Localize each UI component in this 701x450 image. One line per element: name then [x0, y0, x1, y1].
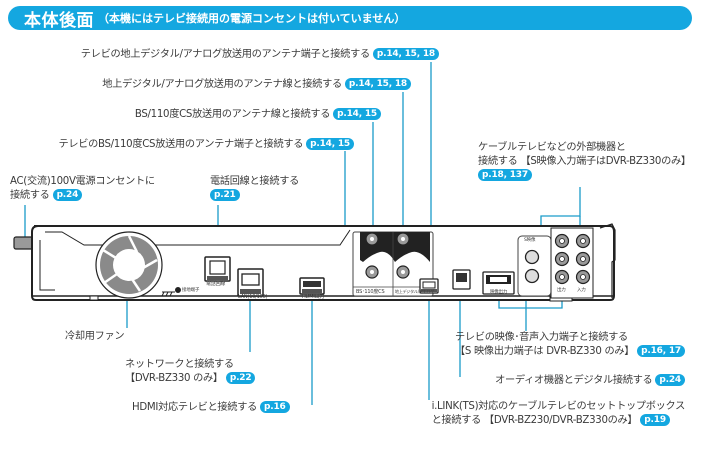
callout-av-output: テレビの映像･音声入力端子と接続する 【S 映像出力端子は DVR-BZ330 …: [455, 331, 685, 359]
bs-group-label: BS･110度CS: [356, 289, 385, 295]
callout-phone: 電話回線と接続する p.21: [210, 176, 299, 201]
page-ref-badge[interactable]: p.16, 17: [637, 345, 685, 357]
optical-port: [452, 269, 471, 290]
callout-cable-input: ケーブルテレビなどの外部機器と 接続する 【S映像入力端子はDVR-BZ330の…: [478, 142, 691, 181]
hdmi-port: [299, 277, 325, 295]
ground-terminal: [161, 287, 181, 297]
terrestrial-group-label: 地上デジタル/アナログ: [395, 289, 434, 294]
page-ref-badge[interactable]: p.14, 15: [333, 108, 381, 120]
page-ref-badge[interactable]: p.21: [210, 189, 240, 201]
cooling-fan-graphic: [95, 231, 163, 299]
ilink-port: [419, 278, 439, 294]
section-header: 本体後面 （本機にはテレビ接続用の電源コンセントは付いていません）: [8, 6, 692, 31]
d-terminal-label: D1/D2/D3/D4: [484, 285, 512, 290]
av-in-label: 入力: [577, 288, 586, 293]
section-subtitle: （本機にはテレビ接続用の電源コンセントは付いていません）: [98, 12, 406, 25]
callout-network: ネットワークと接続する 【DVR-BZ330 のみ】p.22: [125, 358, 256, 386]
page-ref-badge[interactable]: p.24: [655, 374, 685, 386]
section-title: 本体後面: [24, 10, 94, 31]
optical-label: 光: [457, 283, 462, 288]
d-terminal-port: [482, 271, 515, 295]
lan-port-label: LAN(10/100): [238, 294, 268, 300]
ground-label: 接地端子: [182, 288, 200, 293]
right-bracket: [599, 223, 616, 298]
page-ref-badge[interactable]: p.16: [259, 401, 290, 413]
lan-port: [237, 268, 264, 297]
d-terminal-sublabel: 映像出力: [490, 290, 508, 295]
page-ref-badge[interactable]: p.24: [52, 189, 83, 201]
page-ref-badge[interactable]: p.14, 15, 18: [344, 78, 411, 90]
callout-fan: 冷却用ファン: [65, 331, 125, 342]
page-ref-badge[interactable]: p.14, 15: [306, 138, 354, 150]
s-video-label: S映像: [524, 238, 536, 243]
callout-ilink: i.LINK(TS)対応のケーブルテレビのセットトップボックス と接続する 【D…: [431, 401, 685, 426]
antenna-block: [352, 231, 434, 297]
page-ref-badge[interactable]: p.19: [640, 414, 670, 426]
page-ref-badge[interactable]: p.18, 137: [478, 169, 532, 181]
phone-port: [204, 256, 231, 282]
page-ref-badge[interactable]: p.14, 15, 18: [372, 48, 439, 60]
av-panel: [517, 227, 594, 299]
av-out-label: 出力: [557, 288, 566, 293]
hdmi-port-label: HDMI出力: [302, 294, 325, 300]
page-ref-badge[interactable]: p.22: [225, 372, 256, 384]
phone-port-label: 電話回線: [206, 281, 226, 287]
